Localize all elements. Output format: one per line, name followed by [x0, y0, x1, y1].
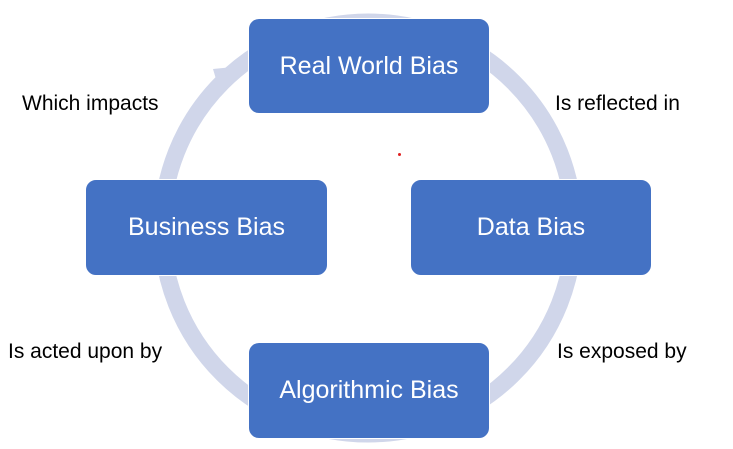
stray-red-dot: [398, 153, 401, 156]
node-business-bias: Business Bias: [85, 179, 328, 276]
node-real-world-bias: Real World Bias: [248, 18, 490, 114]
node-algorithmic-bias: Algorithmic Bias: [248, 342, 490, 439]
edge-label-is-reflected-in: Is reflected in: [555, 92, 680, 115]
cycle-arrowhead: [213, 66, 243, 96]
node-data-bias: Data Bias: [410, 179, 652, 276]
edge-label-is-acted-upon-by: Is acted upon by: [8, 340, 163, 363]
edge-label-is-exposed-by: Is exposed by: [557, 340, 687, 363]
edge-label-which-impacts: Which impacts: [22, 92, 159, 115]
